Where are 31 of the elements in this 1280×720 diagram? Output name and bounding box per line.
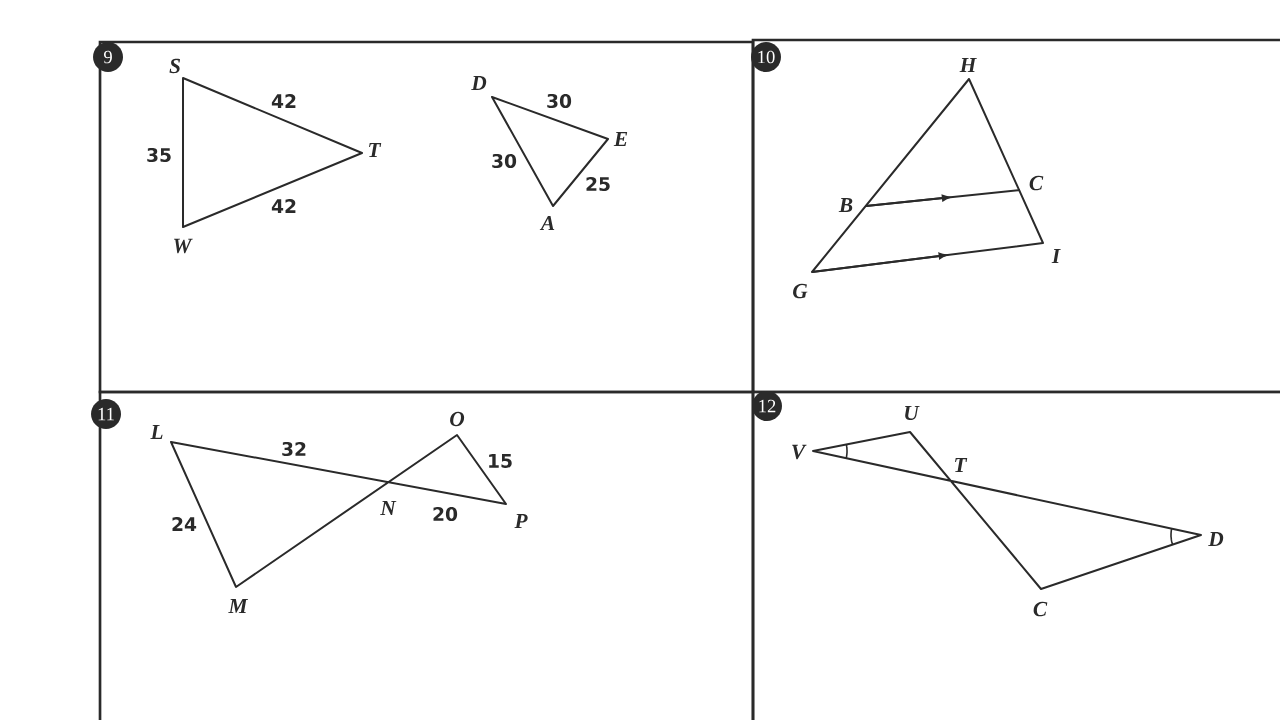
vertex-label: D: [471, 76, 487, 90]
vertex-label: B: [838, 198, 853, 212]
vertex-label: C: [1029, 175, 1044, 191]
vertex-label: T: [369, 143, 382, 157]
vertex-label: A: [539, 215, 555, 231]
vertex-label: P: [514, 514, 528, 528]
side-length: 30: [492, 153, 517, 169]
vertex-label: H: [959, 58, 977, 72]
vertex-label: C: [1033, 601, 1048, 617]
vertex-label: U: [905, 405, 920, 421]
vertex-label: D: [1208, 532, 1224, 546]
side-length: 20: [433, 506, 458, 522]
side-length: 15: [489, 454, 512, 468]
vertex-label: E: [613, 132, 628, 146]
vertex-label: M: [228, 599, 249, 613]
vertex-label: G: [793, 283, 808, 299]
side-length: 24: [172, 517, 197, 531]
vertex-label: N: [380, 501, 397, 515]
side-length: 42: [271, 199, 296, 213]
vertex-label: V: [792, 444, 807, 460]
vertex-label: T: [955, 458, 968, 472]
side-length: 35: [147, 147, 171, 163]
side-length: 42: [271, 94, 296, 108]
vertex-label: S: [169, 58, 181, 74]
side-length: 25: [586, 176, 610, 192]
vertex-label: O: [450, 411, 465, 427]
vertex-label: W: [174, 238, 193, 254]
side-length: 32: [282, 441, 306, 457]
vertex-label: L: [150, 425, 163, 439]
vertex-label: I: [1051, 249, 1061, 263]
side-length: 30: [547, 93, 572, 109]
